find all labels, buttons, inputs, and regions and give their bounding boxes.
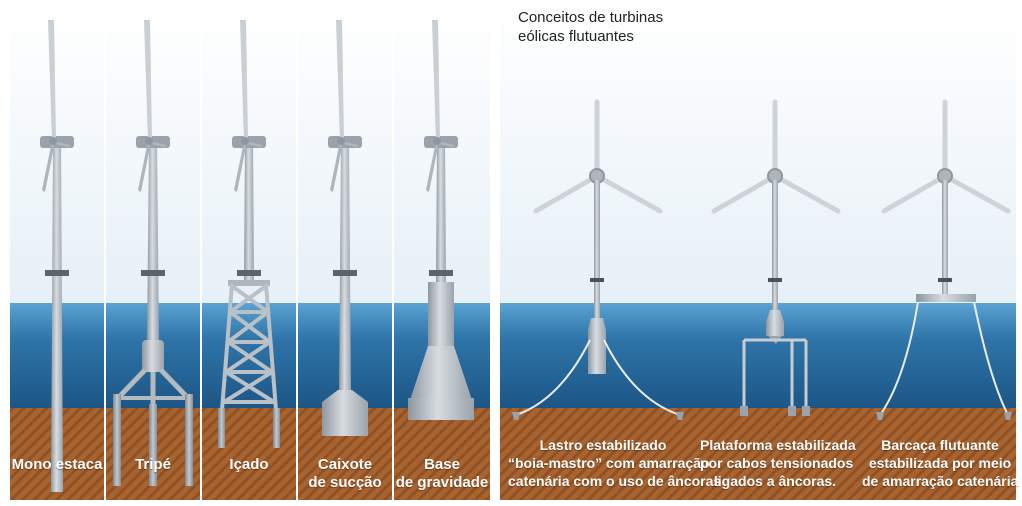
label-caixote: Caixote de sucção xyxy=(298,456,392,492)
turbine-caixote xyxy=(322,20,368,436)
turbine-tripe xyxy=(113,20,193,486)
label-line: “boia-mastro” com amarração xyxy=(508,455,710,471)
label-barge: Barcaça flutuante estabilizada por meio … xyxy=(862,436,1018,490)
label-line: Base xyxy=(424,456,460,473)
label-line: Lastro estabilizado xyxy=(539,437,667,453)
label-line: Içado xyxy=(229,456,269,473)
fixed-foundations-group xyxy=(10,8,490,500)
floating-seabed xyxy=(500,408,1016,500)
label-line: Barcaça flutuante xyxy=(881,437,999,453)
label-line: Tripé xyxy=(135,456,171,473)
turbine-icado xyxy=(218,20,280,448)
label-spar-buoy: Lastro estabilizado “boia-mastro” com am… xyxy=(508,436,722,490)
label-line: de gravidade xyxy=(395,474,489,491)
panel-dividers xyxy=(104,8,500,500)
title-line-1: Conceitos de turbinas xyxy=(518,9,664,26)
title-line-2: eólicas flutuantes xyxy=(518,28,634,45)
diagram-title: Conceitos de turbinas eólicas flutuantes xyxy=(518,8,663,46)
label-line: Mono estaca xyxy=(11,456,103,473)
label-base-gravidade: Base de gravidade xyxy=(394,456,490,492)
label-line: Plataforma estabilizada xyxy=(700,437,856,453)
label-tripe: Tripé xyxy=(106,456,200,474)
label-line: por cabos tensionados xyxy=(700,455,854,471)
panel-icado xyxy=(202,8,296,500)
floating-sea xyxy=(500,303,1016,408)
floating-sky xyxy=(500,8,1016,303)
turbine-mono-estaca xyxy=(40,20,74,492)
floating-concepts-group xyxy=(500,8,1016,500)
label-line: estabilizada por meio xyxy=(868,455,1012,471)
turbine-base-gravidade xyxy=(408,20,474,420)
label-tension-leg: Plataforma estabilizada por cabos tensio… xyxy=(700,436,856,490)
turbine-tension-leg xyxy=(711,99,841,416)
label-line: de amarração catenária xyxy=(862,473,1019,489)
label-line: de sucção xyxy=(308,474,382,491)
label-icado: Içado xyxy=(202,456,296,474)
label-mono-estaca: Mono estaca xyxy=(10,456,104,474)
turbine-barge xyxy=(876,99,1012,420)
label-line: Caixote xyxy=(317,456,373,473)
turbine-spar-buoy xyxy=(512,99,684,420)
label-line: ligados a âncoras. xyxy=(713,473,837,489)
label-line: catenária com o uso de âncoras xyxy=(508,473,722,489)
